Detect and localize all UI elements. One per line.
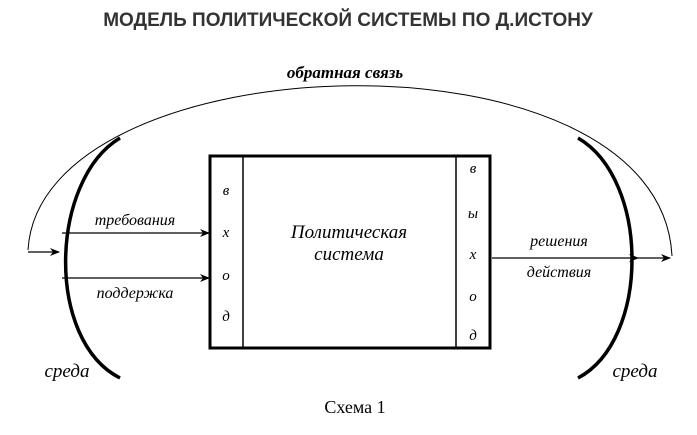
actions-label: действия bbox=[527, 264, 591, 281]
feedback-arc bbox=[27, 85, 673, 257]
political-system-box bbox=[208, 154, 492, 350]
system-label-line2: система bbox=[314, 244, 384, 265]
decisions-label: решения bbox=[529, 233, 588, 250]
environment-label-left: среда bbox=[44, 361, 89, 382]
output-letter: х bbox=[469, 247, 477, 263]
output-letter: д bbox=[469, 328, 477, 344]
input-letter: в bbox=[223, 183, 230, 199]
support-label: поддержка bbox=[97, 285, 174, 302]
environment-label-right: среда bbox=[612, 361, 657, 382]
output-letter: о bbox=[469, 289, 477, 305]
system-label-line1: Политическая bbox=[290, 222, 407, 243]
output-letter: ы bbox=[468, 206, 478, 222]
input-letter: д bbox=[222, 309, 230, 325]
output-letter: в bbox=[470, 161, 477, 177]
demands-label: требования bbox=[95, 212, 176, 229]
environment-bracket-left bbox=[63, 136, 121, 380]
caption: Схема 1 bbox=[324, 397, 385, 417]
diagram-title: МОДЕЛЬ ПОЛИТИЧЕСКОЙ СИСТЕМЫ ПО Д.ИСТОНУ bbox=[103, 9, 593, 31]
input-letter: х bbox=[222, 225, 230, 241]
feedback-label: обратная связь bbox=[287, 63, 403, 82]
input-letter: о bbox=[222, 268, 230, 284]
